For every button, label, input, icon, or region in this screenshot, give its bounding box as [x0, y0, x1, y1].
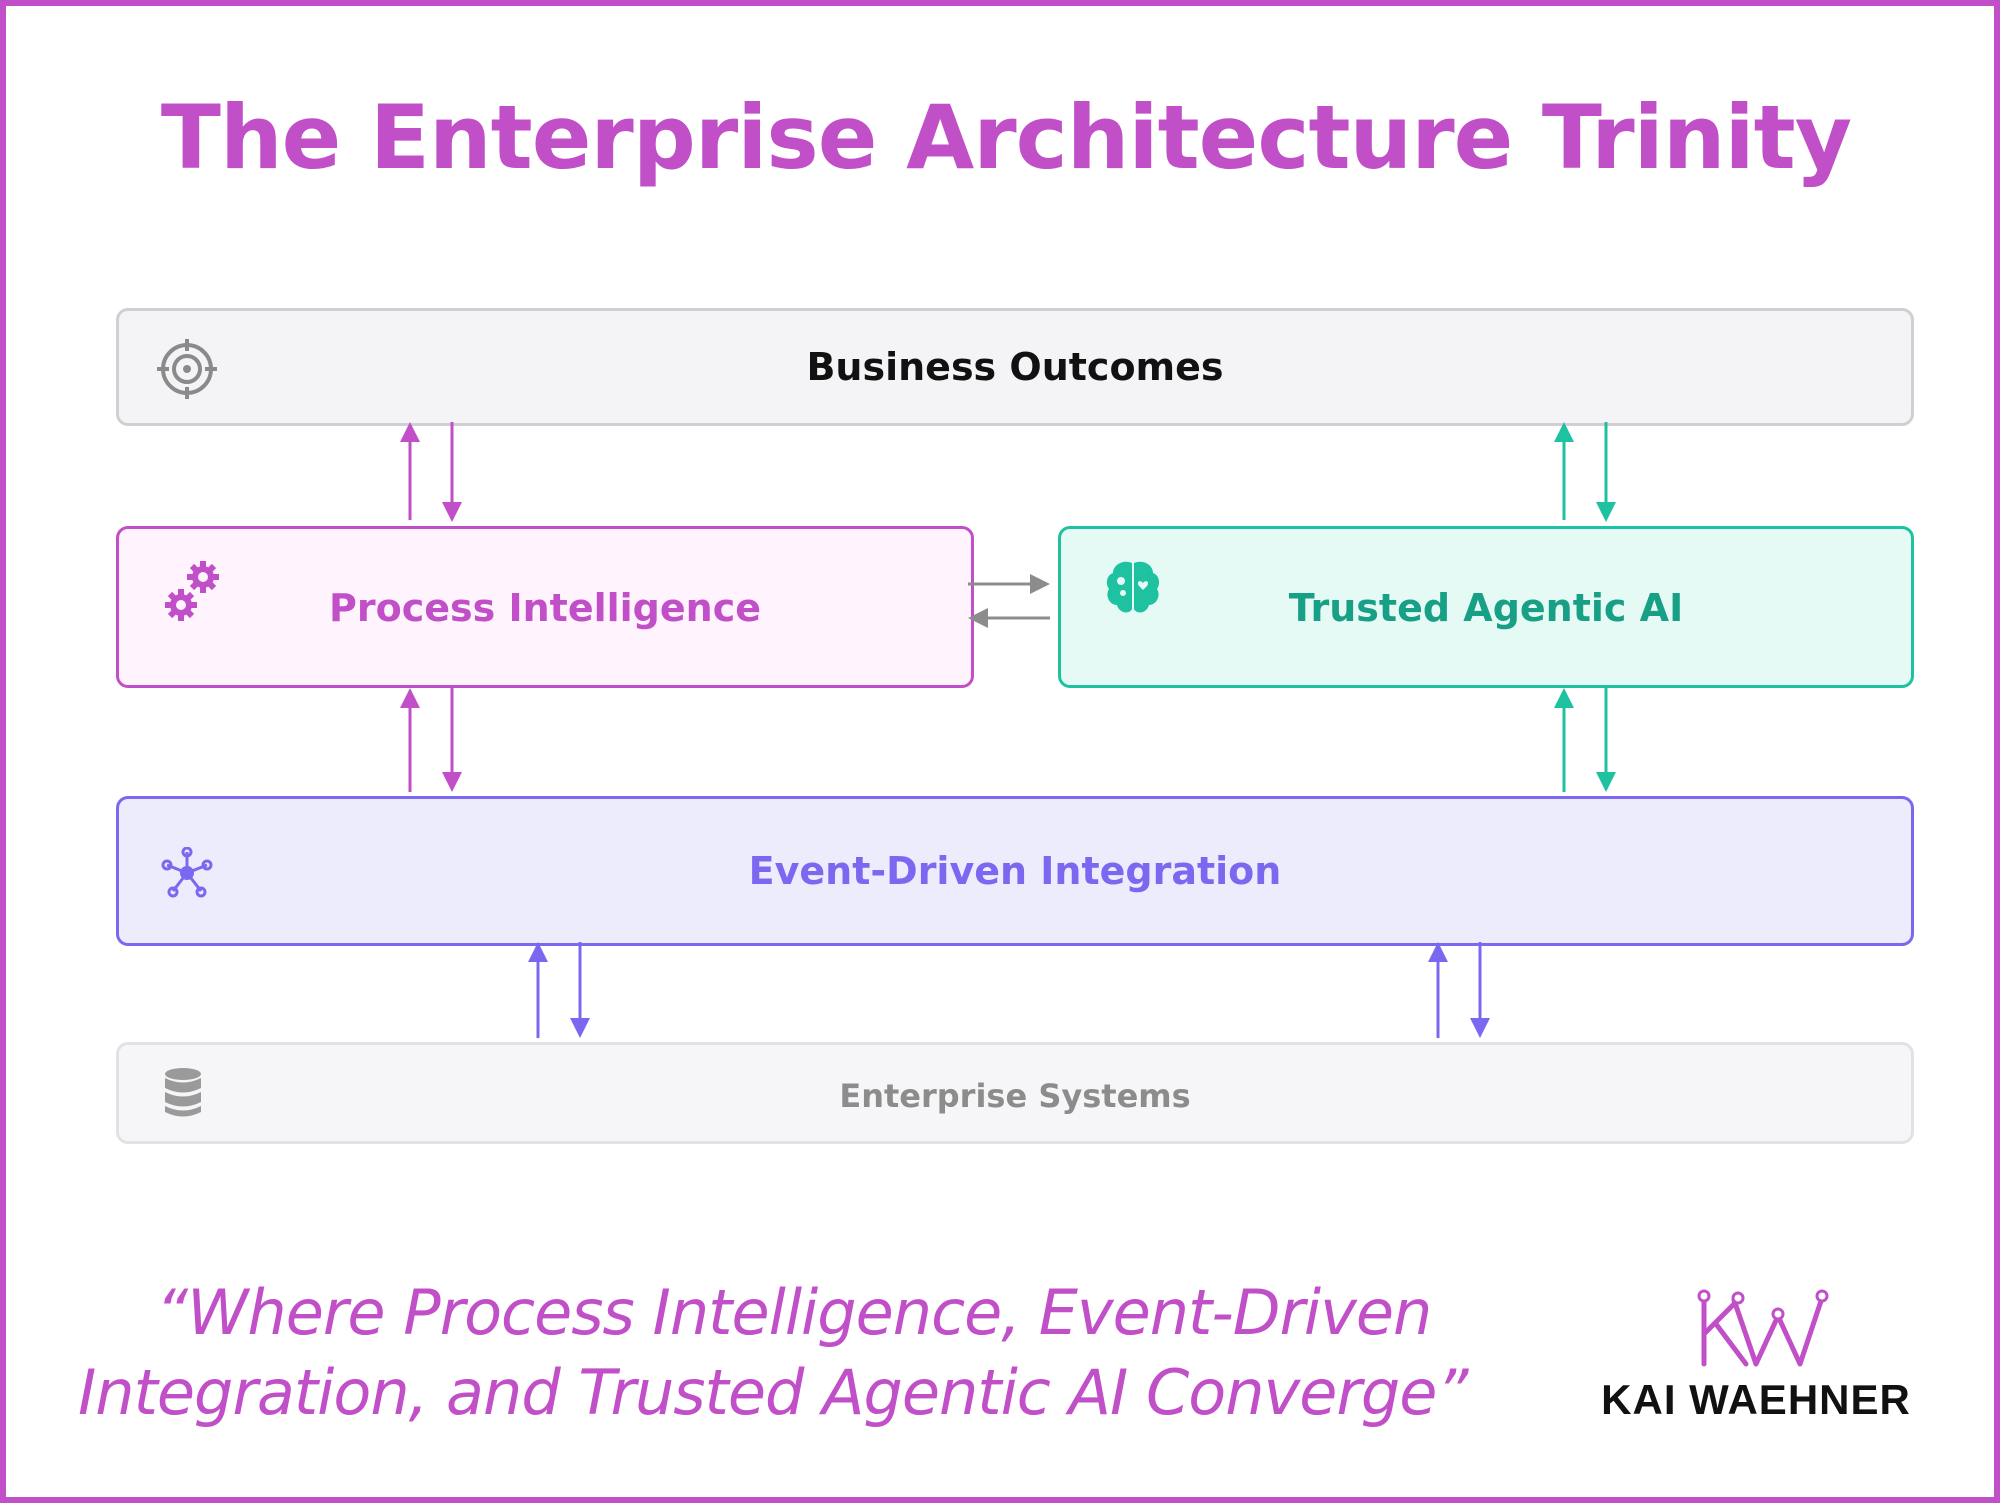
arrow-process-to-event [442, 688, 462, 792]
gears-icon [165, 561, 219, 621]
arrow-agentic-to-process [968, 608, 1050, 628]
enterprise-systems-layer: Enterprise Systems [116, 1042, 1914, 1144]
arrow-event-to-agentic [1554, 688, 1574, 792]
arrow-enterprise-to-event-right [1428, 942, 1448, 1038]
arrow-process-to-business [400, 422, 420, 520]
enterprise-systems-label: Enterprise Systems [839, 1077, 1191, 1115]
quote-line-2: Integration, and Trusted Agentic AI Conv… [78, 1356, 1468, 1429]
event-driven-integration-layer: Event-Driven Integration [116, 796, 1914, 946]
arrow-process-to-agentic [968, 574, 1050, 594]
trusted-agentic-ai-layer: Trusted Agentic AI [1058, 526, 1914, 688]
trusted-agentic-ai-label: Trusted Agentic AI [1288, 586, 1684, 630]
arrow-agentic-to-business [1554, 422, 1574, 520]
process-intelligence-layer: Process Intelligence [116, 526, 974, 688]
database-icon [165, 1068, 201, 1117]
network-hub-icon [161, 847, 213, 898]
business-outcomes-layer: Business Outcomes [116, 308, 1914, 426]
page-title: The Enterprise Architecture Trinity [160, 86, 1852, 189]
arrow-event-to-enterprise-left [570, 942, 590, 1038]
arrow-event-to-enterprise-right [1470, 942, 1490, 1038]
connector-arrows [400, 422, 1616, 1038]
quote-line-1: “Where Process Intelligence, Event-Drive… [156, 1276, 1432, 1349]
arrow-enterprise-to-event-left [528, 942, 548, 1038]
arrow-business-to-process [442, 422, 462, 522]
arrow-business-to-agentic [1596, 422, 1616, 522]
kai-waehner-logo: KAI WAEHNER [1576, 1286, 1936, 1426]
brain-icon [1106, 561, 1160, 613]
arrow-agentic-to-event [1596, 688, 1616, 792]
kw-logo-mark [1697, 1289, 1829, 1367]
target-icon [157, 339, 217, 399]
arrow-event-to-process [400, 688, 420, 792]
event-driven-integration-label: Event-Driven Integration [748, 849, 1282, 893]
process-intelligence-label: Process Intelligence [329, 586, 761, 630]
logo-wordmark: KAI WAEHNER [1601, 1376, 1911, 1423]
business-outcomes-label: Business Outcomes [806, 345, 1224, 389]
